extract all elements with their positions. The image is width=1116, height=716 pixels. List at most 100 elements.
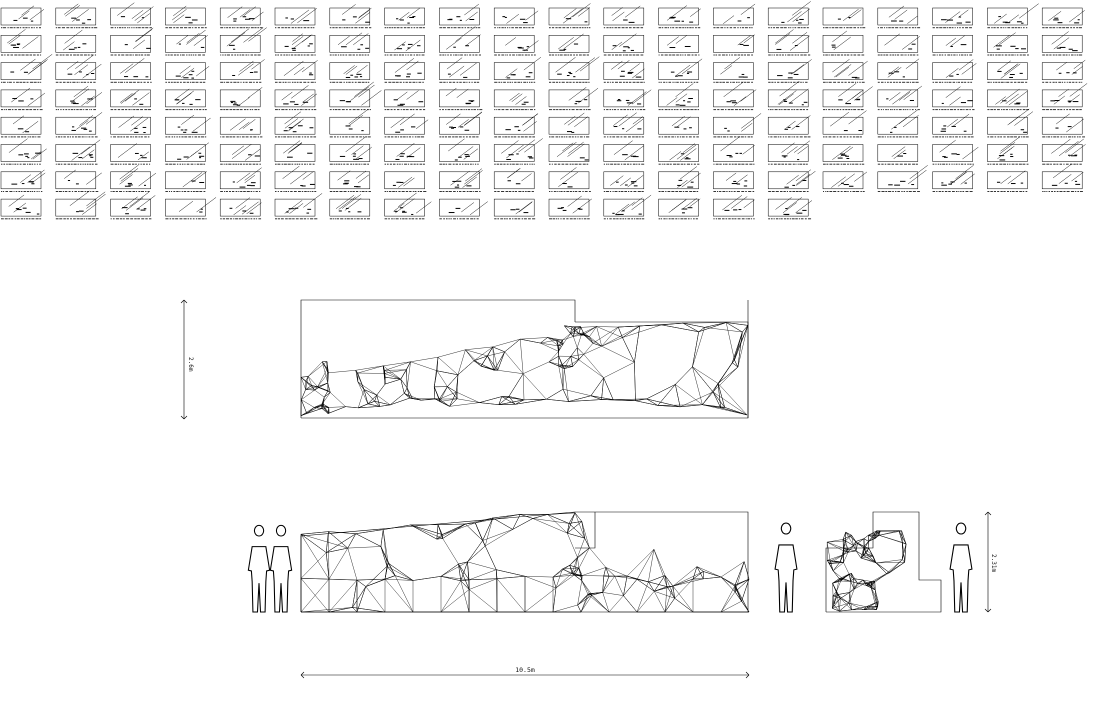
panel-caption <box>329 163 369 165</box>
mesh-edge <box>406 361 411 388</box>
mesh-edge <box>412 576 442 581</box>
panel-stroke <box>345 137 366 153</box>
panel-stroke <box>66 61 79 70</box>
mesh-edge <box>717 359 735 384</box>
panel-stroke <box>832 30 848 43</box>
panel-mark <box>577 208 581 210</box>
mesh-edge <box>855 543 858 551</box>
panel-mark <box>16 209 22 211</box>
panel-stroke <box>1066 118 1084 133</box>
panel-stroke <box>196 197 217 213</box>
panel-mark <box>674 126 680 128</box>
mesh-edge <box>845 535 852 541</box>
panel-stroke <box>733 96 747 106</box>
panel-thumbnail <box>493 57 542 83</box>
panel-stroke <box>342 4 356 15</box>
panel-mark <box>787 77 793 79</box>
panel-mark <box>301 185 306 187</box>
panel-stroke <box>1058 141 1079 157</box>
mesh-edge <box>324 392 331 398</box>
mesh-edge <box>577 593 590 606</box>
panel-stroke <box>136 195 156 210</box>
panel-stroke <box>231 28 250 43</box>
mesh-edge <box>829 561 831 564</box>
mesh-edge <box>317 368 328 387</box>
panel-stroke <box>567 112 585 126</box>
mesh-edge <box>383 529 389 564</box>
panel-stroke <box>341 194 362 209</box>
mesh-edge <box>492 346 495 371</box>
panel-mark <box>956 22 963 24</box>
panel-stroke <box>356 146 372 159</box>
panel-thumbnail <box>55 190 106 220</box>
panel-mark <box>410 126 416 128</box>
panel-caption <box>165 191 206 192</box>
panel-mark <box>737 20 742 22</box>
panel-stroke <box>671 116 685 127</box>
panel-mark <box>470 100 474 102</box>
mesh-edge <box>465 346 493 350</box>
panel-stroke <box>578 7 591 17</box>
panel-mark <box>468 100 475 102</box>
panel-mark <box>841 154 847 156</box>
panel-thumbnail <box>329 109 371 138</box>
panel-stroke <box>666 36 679 46</box>
mesh-edge <box>570 356 579 360</box>
panel-stroke <box>1003 145 1015 155</box>
mesh-edge <box>648 575 666 583</box>
mesh-edge <box>300 552 327 579</box>
panel-mark <box>891 20 897 22</box>
panel-stroke <box>998 32 1016 46</box>
panel-thumbnail <box>384 192 432 220</box>
panel-mark <box>796 212 803 214</box>
panel-mark <box>637 128 642 130</box>
panel-mark <box>88 154 93 156</box>
mesh-edge <box>485 529 513 547</box>
mesh-edge <box>567 521 582 534</box>
panel-stroke <box>778 93 794 105</box>
panel-caption <box>384 54 425 56</box>
panel-stroke <box>789 88 809 103</box>
panel-stroke <box>22 36 39 49</box>
mesh-edge <box>847 549 857 552</box>
panel-mark <box>359 76 363 78</box>
panel-thumbnail <box>932 86 975 111</box>
panel-stroke <box>292 33 303 42</box>
panel-mark <box>784 214 790 216</box>
panel-mark <box>831 44 836 46</box>
mesh-edge <box>492 346 498 371</box>
panel-mark <box>143 132 146 134</box>
mesh-edge <box>385 377 401 380</box>
panel-stroke <box>406 90 419 100</box>
panel-caption <box>1 109 43 111</box>
panel-caption <box>987 27 1028 29</box>
mesh-edge <box>473 346 493 361</box>
panel-stroke <box>838 83 857 97</box>
panel-thumbnail <box>548 141 590 165</box>
panel-mark <box>733 180 737 182</box>
panel-mark <box>683 128 687 130</box>
mesh-edge <box>406 369 408 388</box>
panel-mark <box>244 18 251 20</box>
panel-mark <box>464 129 470 131</box>
panel-thumbnail <box>110 27 154 56</box>
panel-stroke <box>398 176 413 188</box>
mesh-edge <box>862 555 877 564</box>
panel-stroke <box>173 14 185 23</box>
panel-stroke <box>69 190 90 206</box>
panel-mark <box>967 100 973 102</box>
panel-thumbnail <box>713 113 762 138</box>
mesh-edge <box>467 540 483 562</box>
mesh-edge <box>301 389 315 400</box>
panel-mark <box>681 208 688 210</box>
mesh-edge <box>434 357 439 387</box>
panel-mark <box>199 211 203 213</box>
panel-mark <box>784 186 789 188</box>
mesh-edge <box>734 359 739 368</box>
panel-caption <box>439 54 481 56</box>
panel-thumbnail <box>822 144 865 165</box>
panel-mark <box>612 45 617 47</box>
mesh-edge <box>842 578 851 582</box>
panel-stroke <box>611 7 623 16</box>
mesh-edge <box>634 362 636 401</box>
